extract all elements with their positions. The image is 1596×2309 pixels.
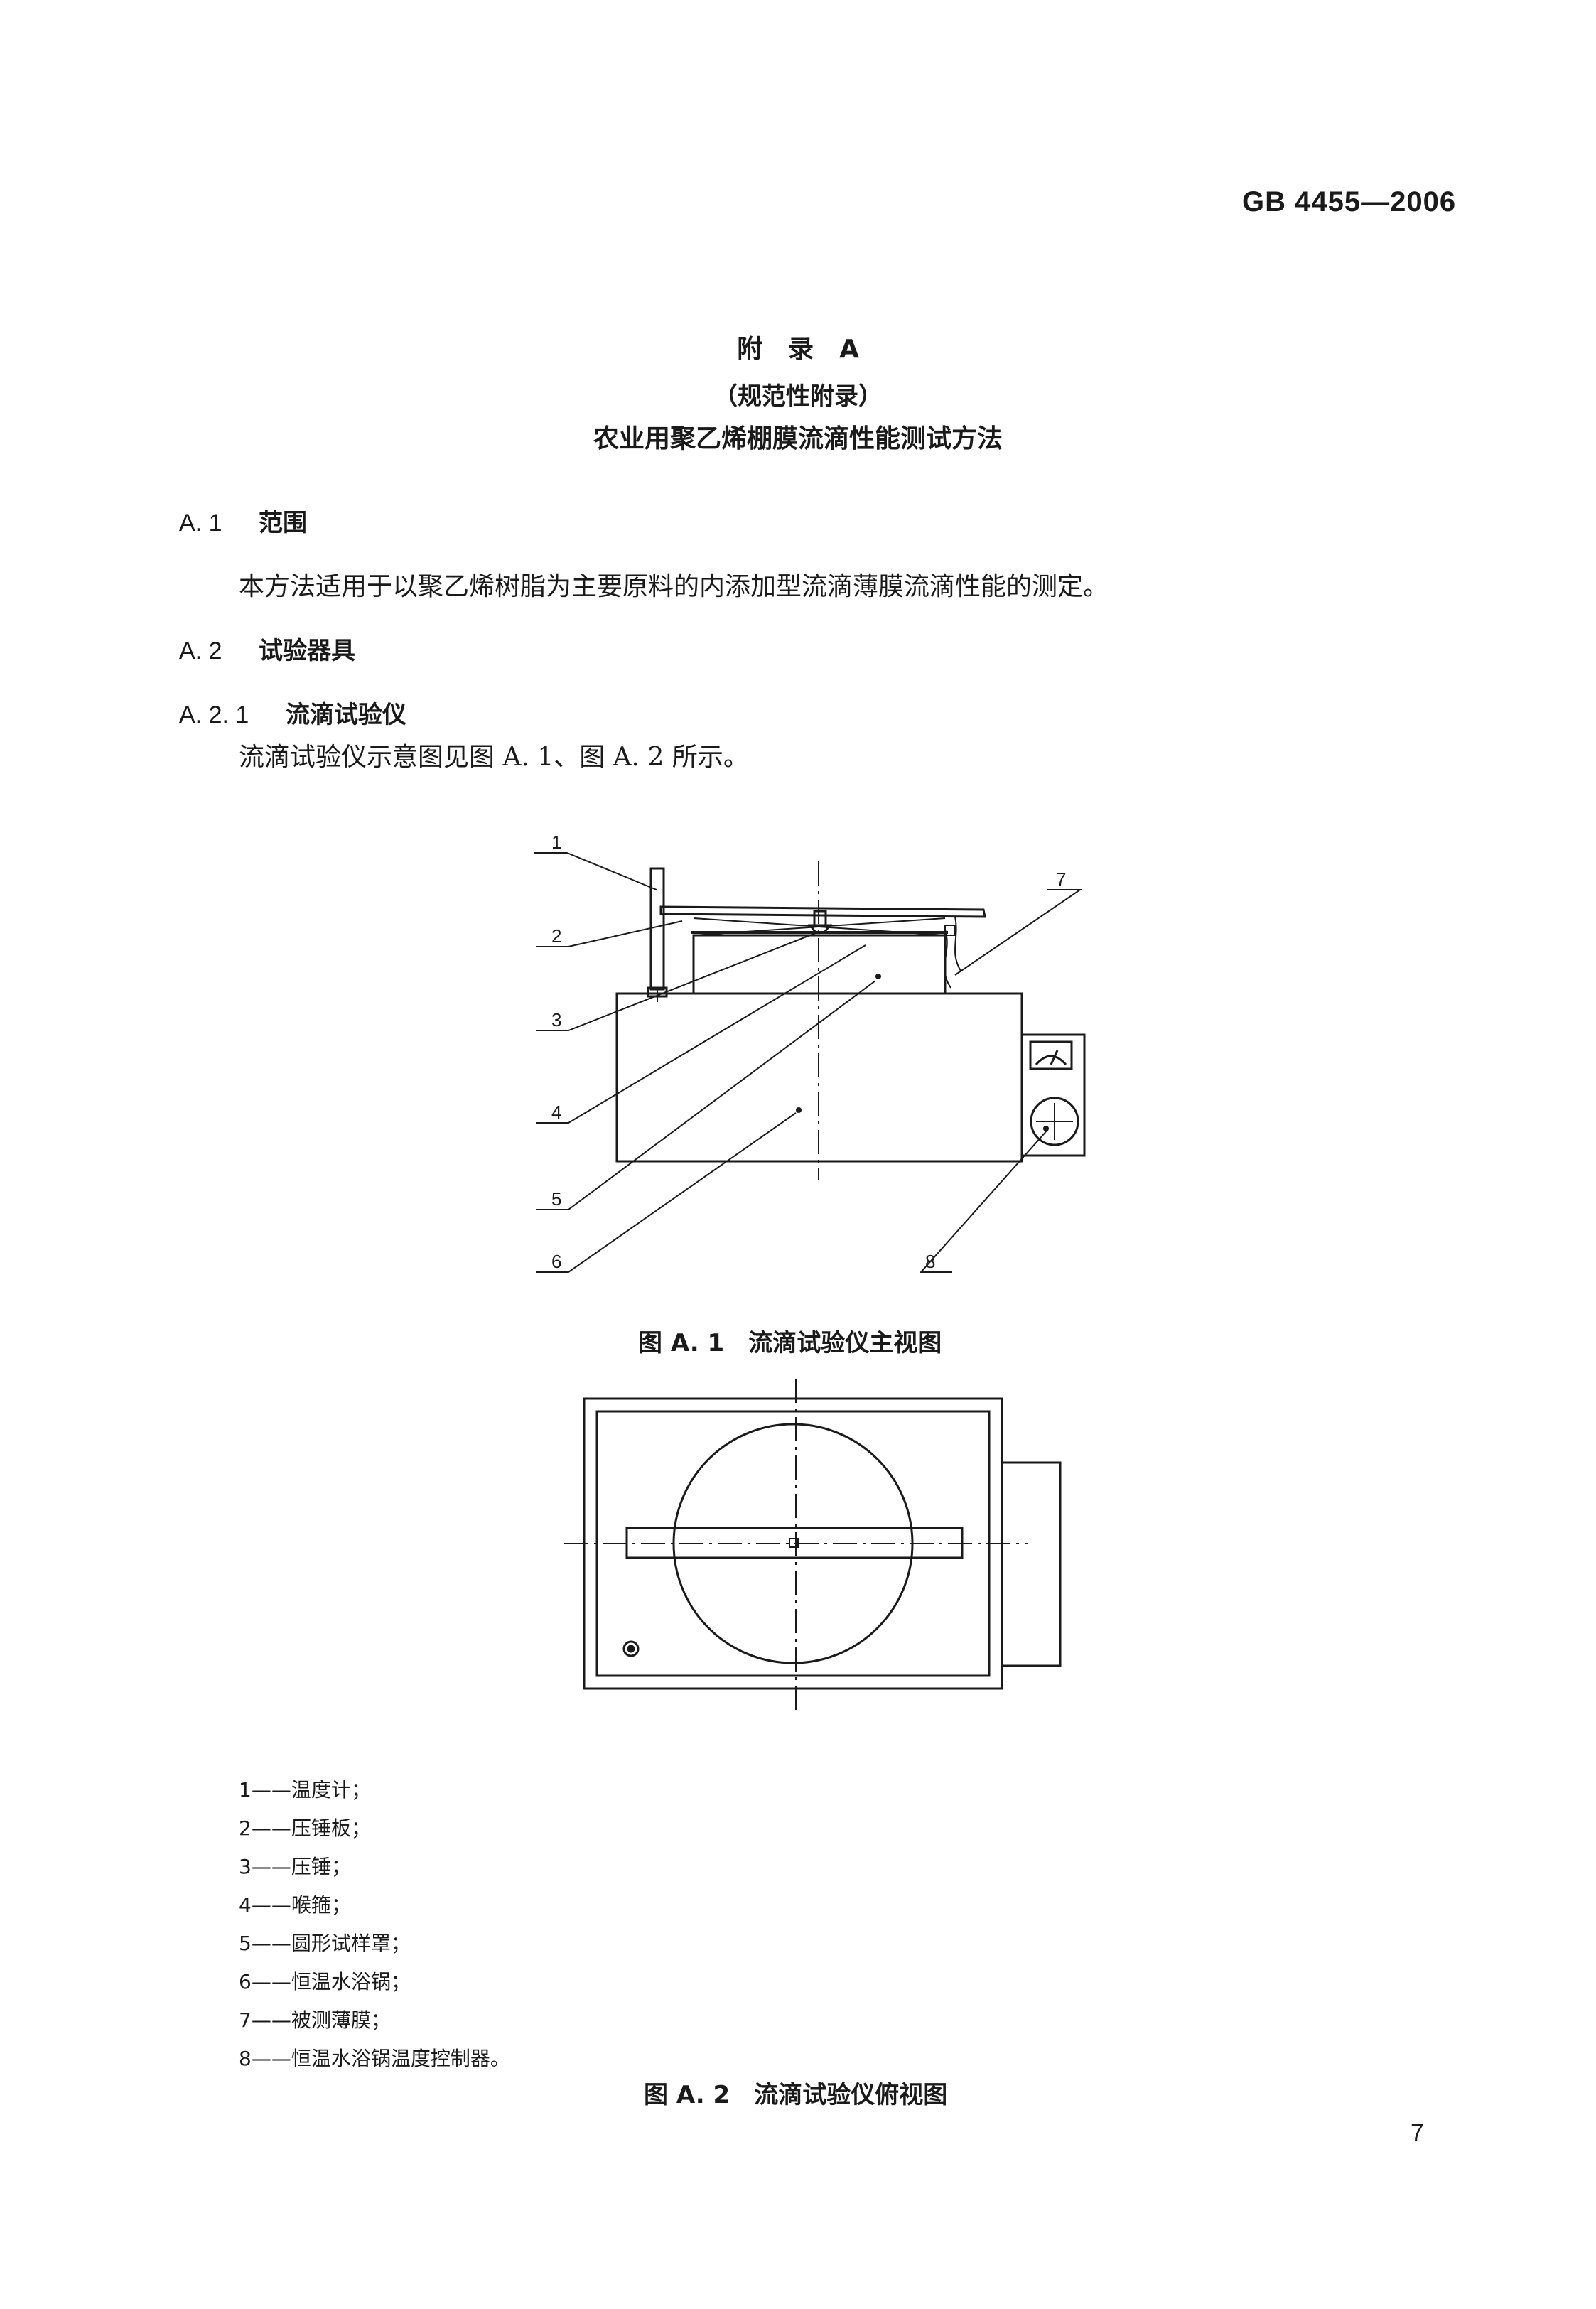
figure-label-2: 2 (551, 925, 561, 947)
dial-knob-icon (1030, 1097, 1079, 1146)
legend-item: 3——压锤； (239, 1855, 351, 1878)
figure-a2-caption: 图 A. 2 流滴试验仪俯视图 (644, 2081, 948, 2109)
section-a2-heading: A. 2 试验器具 (179, 631, 355, 666)
legend-item: 7——被测薄膜； (239, 2008, 391, 2032)
figure-label-1: 1 (551, 831, 561, 853)
legend-item: 8——恒温水浴锅温度控制器。 (239, 2047, 510, 2070)
figure-label-5: 5 (551, 1188, 561, 1210)
document-title: 农业用聚乙烯棚膜流滴性能测试方法 (593, 424, 1003, 453)
section-a2-number: A. 2 (179, 637, 222, 664)
appendix-title: 附 录 A (737, 335, 859, 364)
section-a1-number: A. 1 (179, 510, 222, 537)
section-a1-heading: A. 1 范围 (179, 503, 307, 538)
legend-item: 4——喉箍； (239, 1893, 351, 1917)
figure-label-8: 8 (925, 1251, 935, 1272)
section-a2-title: 试验器具 (259, 637, 355, 665)
section-a1-text: 本方法适用于以聚乙烯树脂为主要原料的内添加型流滴薄膜流滴性能的测定。 (239, 572, 1109, 601)
legend-item: 2——压锤板； (239, 1816, 371, 1840)
legend-item: 1——温度计； (239, 1778, 371, 1802)
page-number: 7 (1411, 2119, 1424, 2146)
standard-code: GB 4455—2006 (1242, 186, 1457, 217)
figure-label-3: 3 (551, 1009, 561, 1030)
legend-item: 6——恒温水浴锅； (239, 1970, 411, 1993)
figure-label-4: 4 (551, 1102, 561, 1123)
section-a1-title: 范围 (259, 509, 307, 537)
section-a21-text: 流滴试验仪示意图见图 A. 1、图 A. 2 所示。 (239, 743, 749, 772)
appendix-subtitle: （规范性附录） (713, 382, 883, 411)
controller-box (1020, 1033, 1086, 1157)
figure-label-6: 6 (551, 1251, 561, 1272)
section-a21-title: 流滴试验仪 (286, 701, 406, 729)
meter-icon (1029, 1040, 1073, 1070)
figure-label-7: 7 (1056, 868, 1066, 890)
figure-legend: 1——温度计； 2——压锤板； 3——压锤； 4——喉箍； 5——圆形试样罩； … (239, 1771, 510, 2078)
section-a21-heading: A. 2. 1 流滴试验仪 (179, 695, 406, 730)
legend-item: 5——圆形试样罩； (239, 1932, 411, 1955)
thermometer-icon (649, 867, 665, 991)
figure-a1-caption: 图 A. 1 流滴试验仪主视图 (638, 1329, 942, 1357)
section-a21-number: A. 2. 1 (179, 701, 249, 728)
